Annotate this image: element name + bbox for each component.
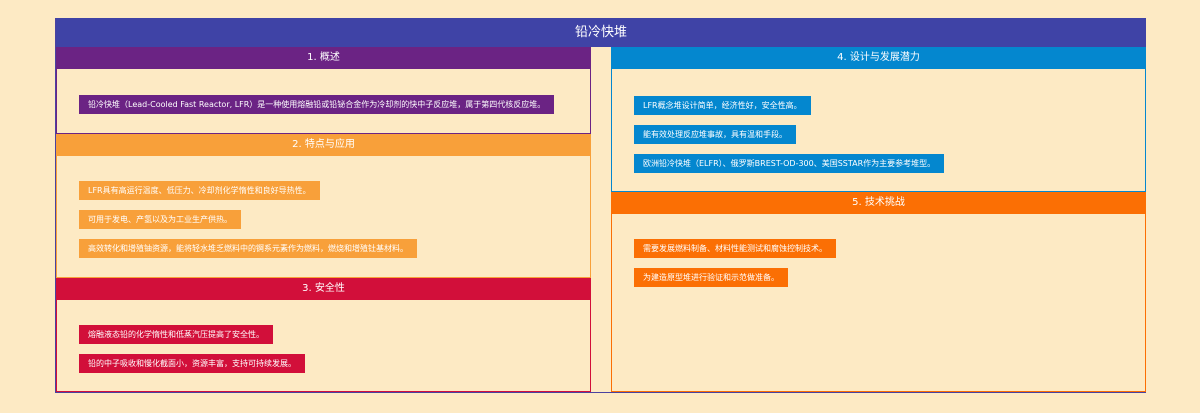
section-safety: 3. 安全性 熔融液态铅的化学惰性和低蒸汽压提高了安全性。 铅的中子吸收和慢化截… [56, 278, 591, 392]
list-item: 欧洲铅冷快堆（ELFR）、俄罗斯BREST-OD-300、美国SSTAR作为主要… [634, 154, 945, 173]
list-item: 熔融液态铅的化学惰性和低蒸汽压提高了安全性。 [79, 325, 273, 344]
section-heading: 4. 设计与发展潜力 [612, 47, 1145, 69]
section-design-potential: 4. 设计与发展潜力 LFR概念堆设计简单，经济性好，安全性高。 能有效处理反应… [611, 47, 1146, 192]
list-item: 为建造原型堆进行验证和示范做准备。 [634, 268, 788, 287]
mind-map-board: 铅冷快堆 1. 概述 铅冷快堆（Lead-Cooled Fast Reactor… [55, 18, 1146, 393]
list-item: LFR概念堆设计简单，经济性好，安全性高。 [634, 96, 811, 115]
section-heading: 1. 概述 [57, 47, 590, 69]
section-overview: 1. 概述 铅冷快堆（Lead-Cooled Fast Reactor, LFR… [56, 47, 591, 134]
list-item: 铅冷快堆（Lead-Cooled Fast Reactor, LFR）是一种使用… [79, 95, 555, 114]
list-item: 需要发展燃料制备、材料性能测试和腐蚀控制技术。 [634, 239, 836, 258]
diagram-title: 铅冷快堆 [56, 18, 1146, 47]
list-item: 能有效处理反应堆事故，具有温和手段。 [634, 125, 796, 144]
section-technical-challenges: 5. 技术挑战 需要发展燃料制备、材料性能测试和腐蚀控制技术。 为建造原型堆进行… [611, 192, 1146, 392]
list-item: 可用于发电、产氢以及为工业生产供热。 [79, 210, 241, 229]
list-item: 铅的中子吸收和慢化截面小，资源丰富，支持可持续发展。 [79, 354, 305, 373]
list-item: 高效转化和增殖铀资源，能将轻水堆乏燃料中的锕系元素作为燃料，燃烧和增殖钍基材料。 [79, 239, 417, 258]
section-heading: 5. 技术挑战 [612, 192, 1145, 214]
section-heading: 2. 特点与应用 [57, 134, 590, 156]
section-heading: 3. 安全性 [57, 278, 590, 300]
section-features-applications: 2. 特点与应用 LFR具有高运行温度、低压力、冷却剂化学惰性和良好导热性。 可… [56, 134, 591, 278]
list-item: LFR具有高运行温度、低压力、冷却剂化学惰性和良好导热性。 [79, 181, 320, 200]
